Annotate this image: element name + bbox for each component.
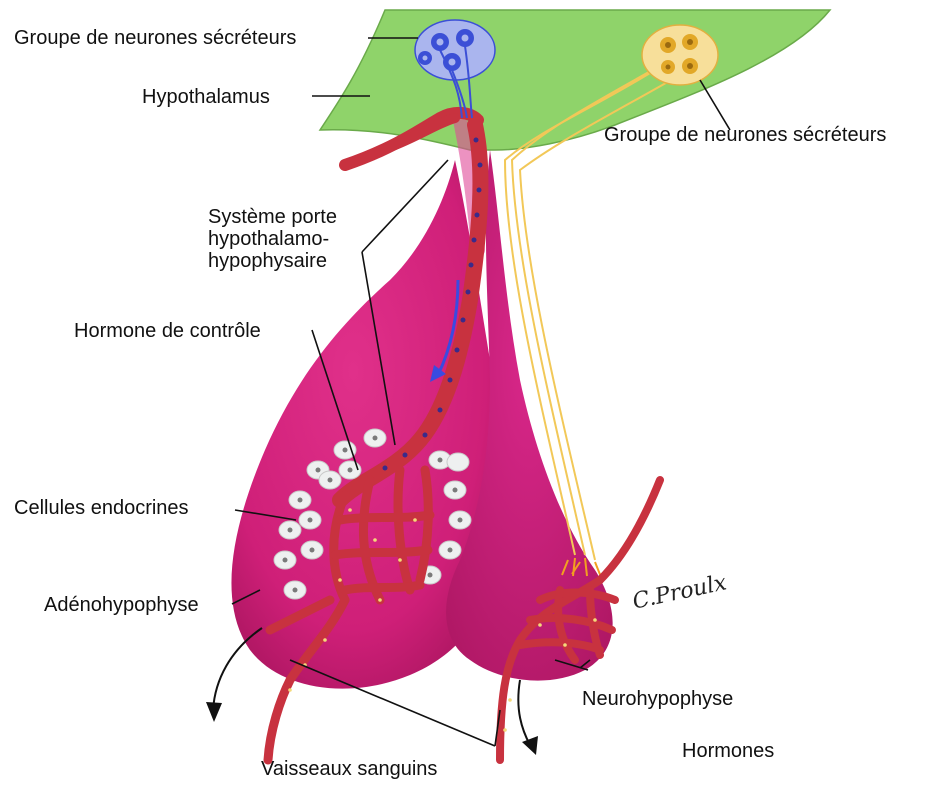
label-neurons-left: Groupe de neurones sécréteurs [14,27,296,49]
label-portal-system: Système porte hypothalamo- hypophysaire [208,206,337,272]
label-control-hormone: Hormone de contrôle [74,320,261,342]
label-adenohypophysis: Adénohypophyse [44,594,199,616]
label-hormones: Hormones [682,740,774,762]
label-blood-vessels: Vaisseaux sanguins [261,758,437,780]
outflow-arrowhead-left [206,702,222,722]
label-endocrine-cells: Cellules endocrines [14,497,189,519]
label-hypothalamus: Hypothalamus [142,86,270,108]
label-neurons-right: Groupe de neurones sécréteurs [604,124,886,146]
outflow-arrowhead-right [522,736,538,755]
outflow-arrow-right [518,680,530,745]
neuron-group-yellow [642,25,718,85]
label-neurohypophysis: Neurohypophyse [582,688,733,710]
